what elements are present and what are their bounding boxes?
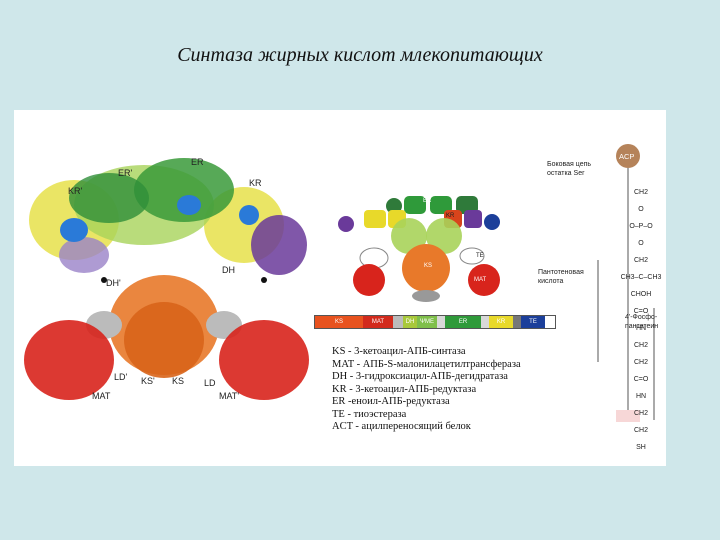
figure-panel: ER' ER KR' KR DH DH' KS' KS LD' LD MAT M… [14, 110, 666, 466]
atom-label: O [638, 206, 644, 213]
atom-label: CH2 [633, 257, 648, 264]
atom-label: CH2 [633, 359, 648, 366]
domain-segment [481, 316, 489, 328]
legend-ks: KS - 3-кетоацил-АПБ-синтаза [332, 346, 466, 357]
atom-label: O–P–O [629, 223, 653, 230]
label-ks-prime: KS' [141, 376, 155, 386]
label-kr: KR [249, 178, 262, 188]
atom-label: HN [635, 393, 647, 400]
domain-segment [513, 316, 521, 328]
legend-er: ER -еноил-АПБ-редуктаза [332, 396, 450, 407]
schematic-label-mat: MAT [474, 277, 487, 283]
slide-title: Синтаза жирных кислот млекопитающих [177, 44, 543, 66]
atom-label: CH2 [633, 189, 648, 196]
schematic-label-ks: KS [424, 263, 433, 269]
domain-schematic [338, 196, 500, 302]
atom-label: CH2 [633, 427, 648, 434]
legend-mat: MAT - АПБ-S-малонилацетилтрансфераза [332, 358, 521, 370]
atom-label: HN [635, 325, 647, 332]
label-ld: LD [204, 378, 216, 388]
phosphopantetheine-structure [597, 144, 655, 422]
legend-kr: KR - 3-кетоацил-АПБ-редуктаза [332, 383, 477, 395]
protein-structure-illustration [24, 158, 309, 400]
label-er: ER [191, 157, 204, 167]
schematic-label-kr: KR [446, 213, 455, 219]
atom-label: C=O [633, 376, 649, 383]
atom-label: C=O [633, 308, 649, 315]
label-kr-prime: KR' [68, 186, 83, 196]
acp-label: ACP [619, 152, 635, 161]
domain-segment [393, 316, 403, 328]
label-ks: KS [172, 376, 185, 386]
atom-label: CH2 [633, 342, 648, 349]
domain-segment: KR [489, 316, 513, 328]
schematic-label-er: ER [423, 198, 432, 204]
schematic-label-te: TE [476, 253, 484, 259]
atom-label: CHOH [630, 291, 652, 298]
atom-label: CH3–C–CH3 [620, 274, 662, 281]
domain-segment: ΨΜΕ [417, 316, 437, 328]
atom-label: SH [636, 444, 646, 451]
legend-acp: ACT - ацилпереносящий белок [332, 421, 471, 432]
label-ld-prime: LD' [114, 372, 128, 382]
phosphopantetheine-note: 4'-Фосфо-пантетеин [625, 314, 659, 330]
abbreviation-legend: KS - 3-кетоацил-АПБ-синтаза MAT - АПБ-S-… [332, 346, 521, 434]
label-er-prime: ER' [118, 168, 133, 178]
domain-segment: ER [445, 316, 481, 328]
domain-segment: DH [403, 316, 417, 328]
domain-segment [437, 316, 445, 328]
legend-te: TE - тиоэстераза [332, 408, 407, 420]
legend-dh: DH - 3-гидроксиацил-АПБ-дегидратаза [332, 371, 508, 382]
label-mat-prime: MAT' [219, 391, 240, 401]
domain-segment: MAT [363, 316, 393, 328]
domain-segment: KS [315, 316, 363, 328]
label-dh-prime: DH' [106, 278, 121, 288]
atom-label: CH2 [633, 410, 648, 417]
atom-label: O [638, 240, 644, 247]
domain-segment: TE [521, 316, 545, 328]
label-mat: MAT [92, 391, 111, 401]
label-dh: DH [222, 265, 235, 275]
